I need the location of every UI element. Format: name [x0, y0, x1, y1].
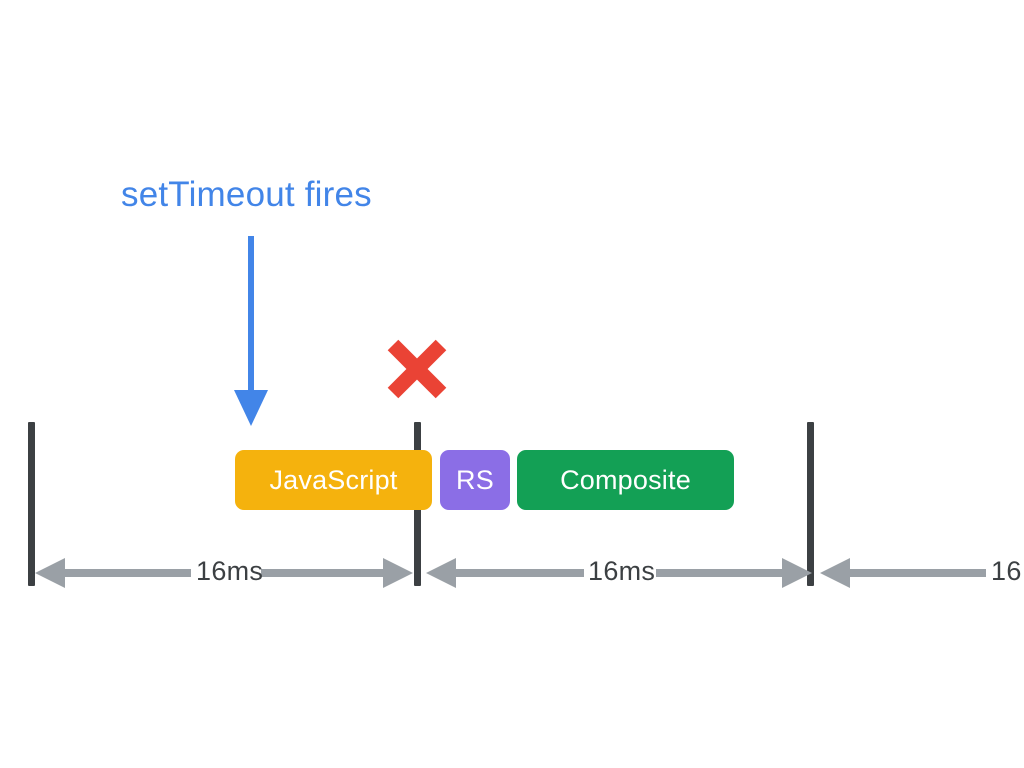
down-arrow-icon — [228, 236, 274, 426]
measurement-label-2: 16ms — [588, 556, 656, 586]
activity-block-label: RS — [456, 464, 494, 495]
measurement-arrow-3 — [818, 552, 988, 594]
activity-block-label: Composite — [560, 464, 691, 495]
measurement-label-3: 16 — [991, 556, 1022, 586]
activity-block-composite[interactable]: Composite — [517, 450, 734, 510]
activity-block-label: JavaScript — [269, 464, 398, 495]
frame-boundary-tick-1 — [28, 422, 35, 586]
measurement-arrow-2 — [424, 552, 814, 594]
red-x-icon — [385, 337, 449, 401]
annotation-label-settimeout: setTimeout fires — [121, 175, 372, 214]
measurement-label-1: 16ms — [196, 556, 264, 586]
activity-block-javascript[interactable]: JavaScript — [235, 450, 432, 510]
measurement-arrow-1 — [33, 552, 415, 594]
frame-boundary-tick-3 — [807, 422, 814, 586]
activity-block-rs[interactable]: RS — [440, 450, 510, 510]
